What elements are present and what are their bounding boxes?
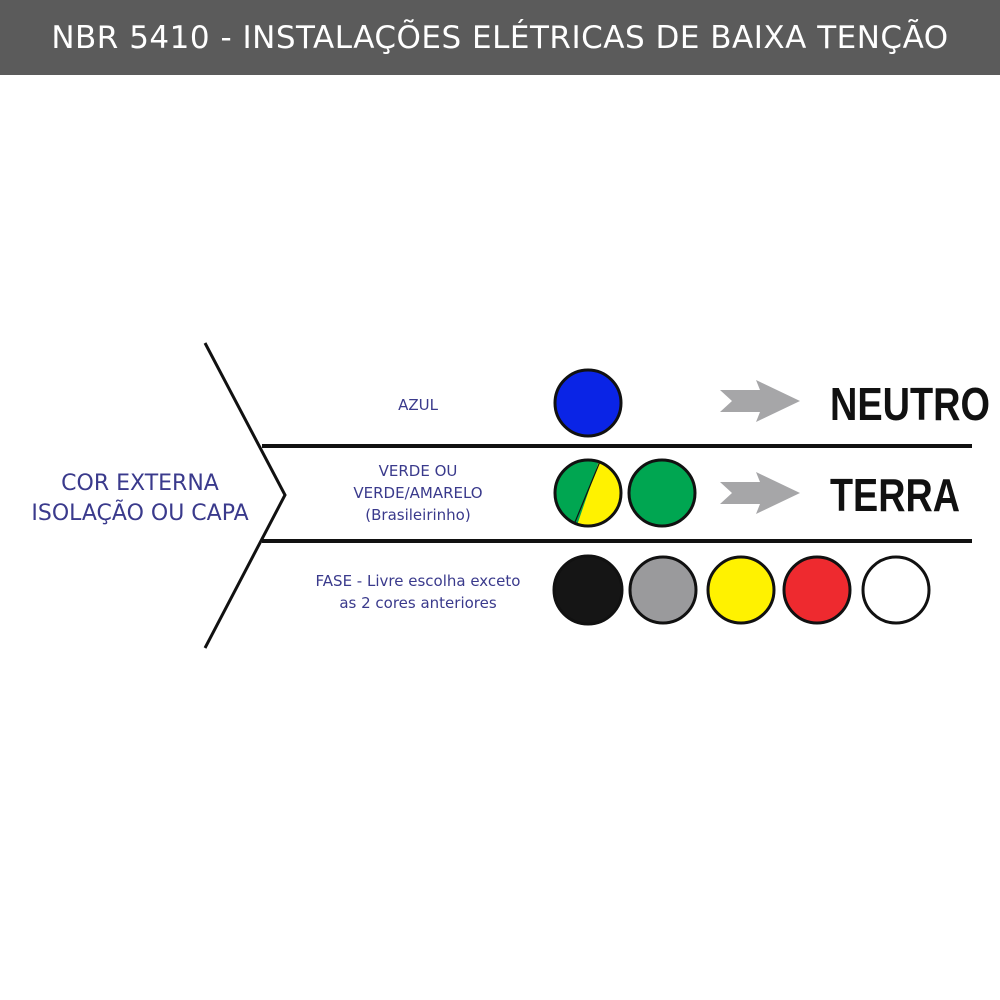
left-label-line2: ISOLAÇÃO OU CAPA [31,499,248,526]
color-swatch-black [552,554,624,626]
row-terra-label-3: (Brasileirinho) [365,506,470,524]
color-swatch-green-yellow [553,458,623,528]
page-title: NBR 5410 - INSTALAÇÕES ELÉTRICAS DE BAIX… [0,0,1000,75]
color-swatch-green [627,458,697,528]
row-fase-label-2: as 2 cores anteriores [339,594,497,612]
chevron-bracket [203,342,287,649]
color-swatch-gray [628,555,698,625]
color-swatch-red [782,555,852,625]
result-terra: TERRA [830,469,960,521]
color-swatch-white [861,555,931,625]
row-neutro-label: AZUL [398,396,439,414]
row-fase-label-1: FASE - Livre escolha exceto [316,572,521,590]
row-terra-label-1: VERDE OU [379,462,458,480]
color-swatch-yellow [706,555,776,625]
color-swatch-blue [553,368,623,438]
left-label-line1: COR EXTERNA [61,471,219,496]
result-neutro: NEUTRO [830,378,990,430]
row-terra-label-2: VERDE/AMARELO [353,484,482,502]
arrow-icon [720,380,800,422]
arrow-icon [720,472,800,514]
